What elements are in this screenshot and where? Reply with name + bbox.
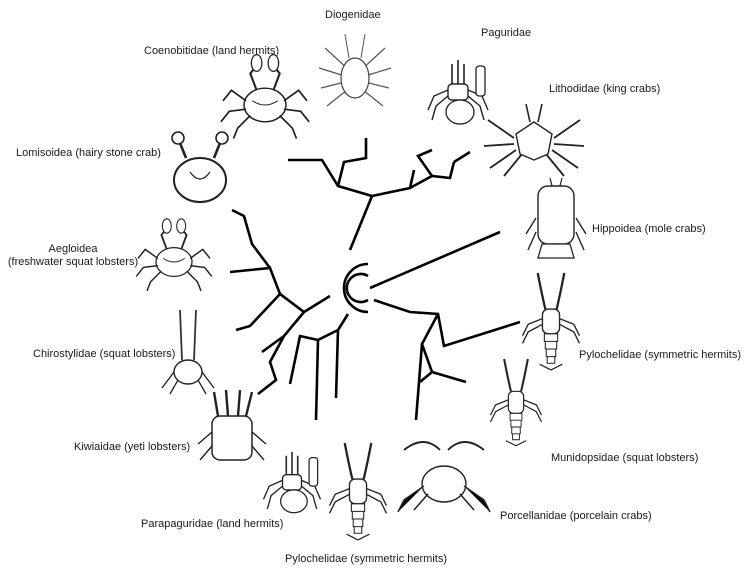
label-munidopsidae: Munidopsidae (squat lobsters) <box>551 452 699 464</box>
label-pylochelidae-right: Pylochelidae (symmetric hermits) <box>579 349 741 361</box>
pylochelidae-bottom-drawing <box>328 441 388 542</box>
paguridae-drawing <box>427 59 489 125</box>
label-diogenidae: Diogenidae <box>325 9 381 21</box>
label-lomisoidea: Lomisoidea (hairy stone crab) <box>16 147 161 159</box>
label-chirostylidae: Chirostylidae (squat lobsters) <box>33 348 176 360</box>
munidopsidae-drawing <box>489 357 543 447</box>
label-kiwaidae: Kiwiaidae (yeti lobsters) <box>74 441 191 453</box>
aegloidea-drawing <box>135 217 213 292</box>
label-paguridae: Paguridae <box>481 27 532 39</box>
lomisoidea-drawing <box>171 131 229 203</box>
label-porcellanidae: Porcellanidae (porcelain crabs) <box>500 510 652 522</box>
label-coenobitidae: Coenobitidae (land hermits) <box>144 45 280 57</box>
label-lithodidae: Lithodidae (king crabs) <box>549 83 661 95</box>
pylochelidae-drawing <box>521 271 581 372</box>
label-parapaguridae: Parapaguridae (land hermits) <box>141 518 284 530</box>
coenobitidae-drawing <box>219 53 311 140</box>
porcellanidae-drawing <box>397 441 491 513</box>
kiwaidae-drawing <box>197 389 267 461</box>
label-aegloidea-line2: (freshwater squat lobsters) <box>7 256 139 268</box>
tree-branches <box>229 138 521 421</box>
diogenidae-drawing <box>318 33 392 107</box>
chirostylidae-drawing <box>161 309 215 395</box>
label-aegloidea: Aegloidea (freshwater squat lobsters) <box>6 243 140 269</box>
label-hippoidea: Hippoidea (mole crabs) <box>592 223 706 235</box>
label-aegloidea-line1: Aegloidea <box>48 243 98 255</box>
parapaguridae-drawing <box>262 451 322 514</box>
label-pylochelidae-bottom: Pylochelidae (symmetric hermits) <box>285 553 447 565</box>
lithodidae-drawing <box>483 103 585 177</box>
hippoidea-drawing <box>525 177 587 259</box>
